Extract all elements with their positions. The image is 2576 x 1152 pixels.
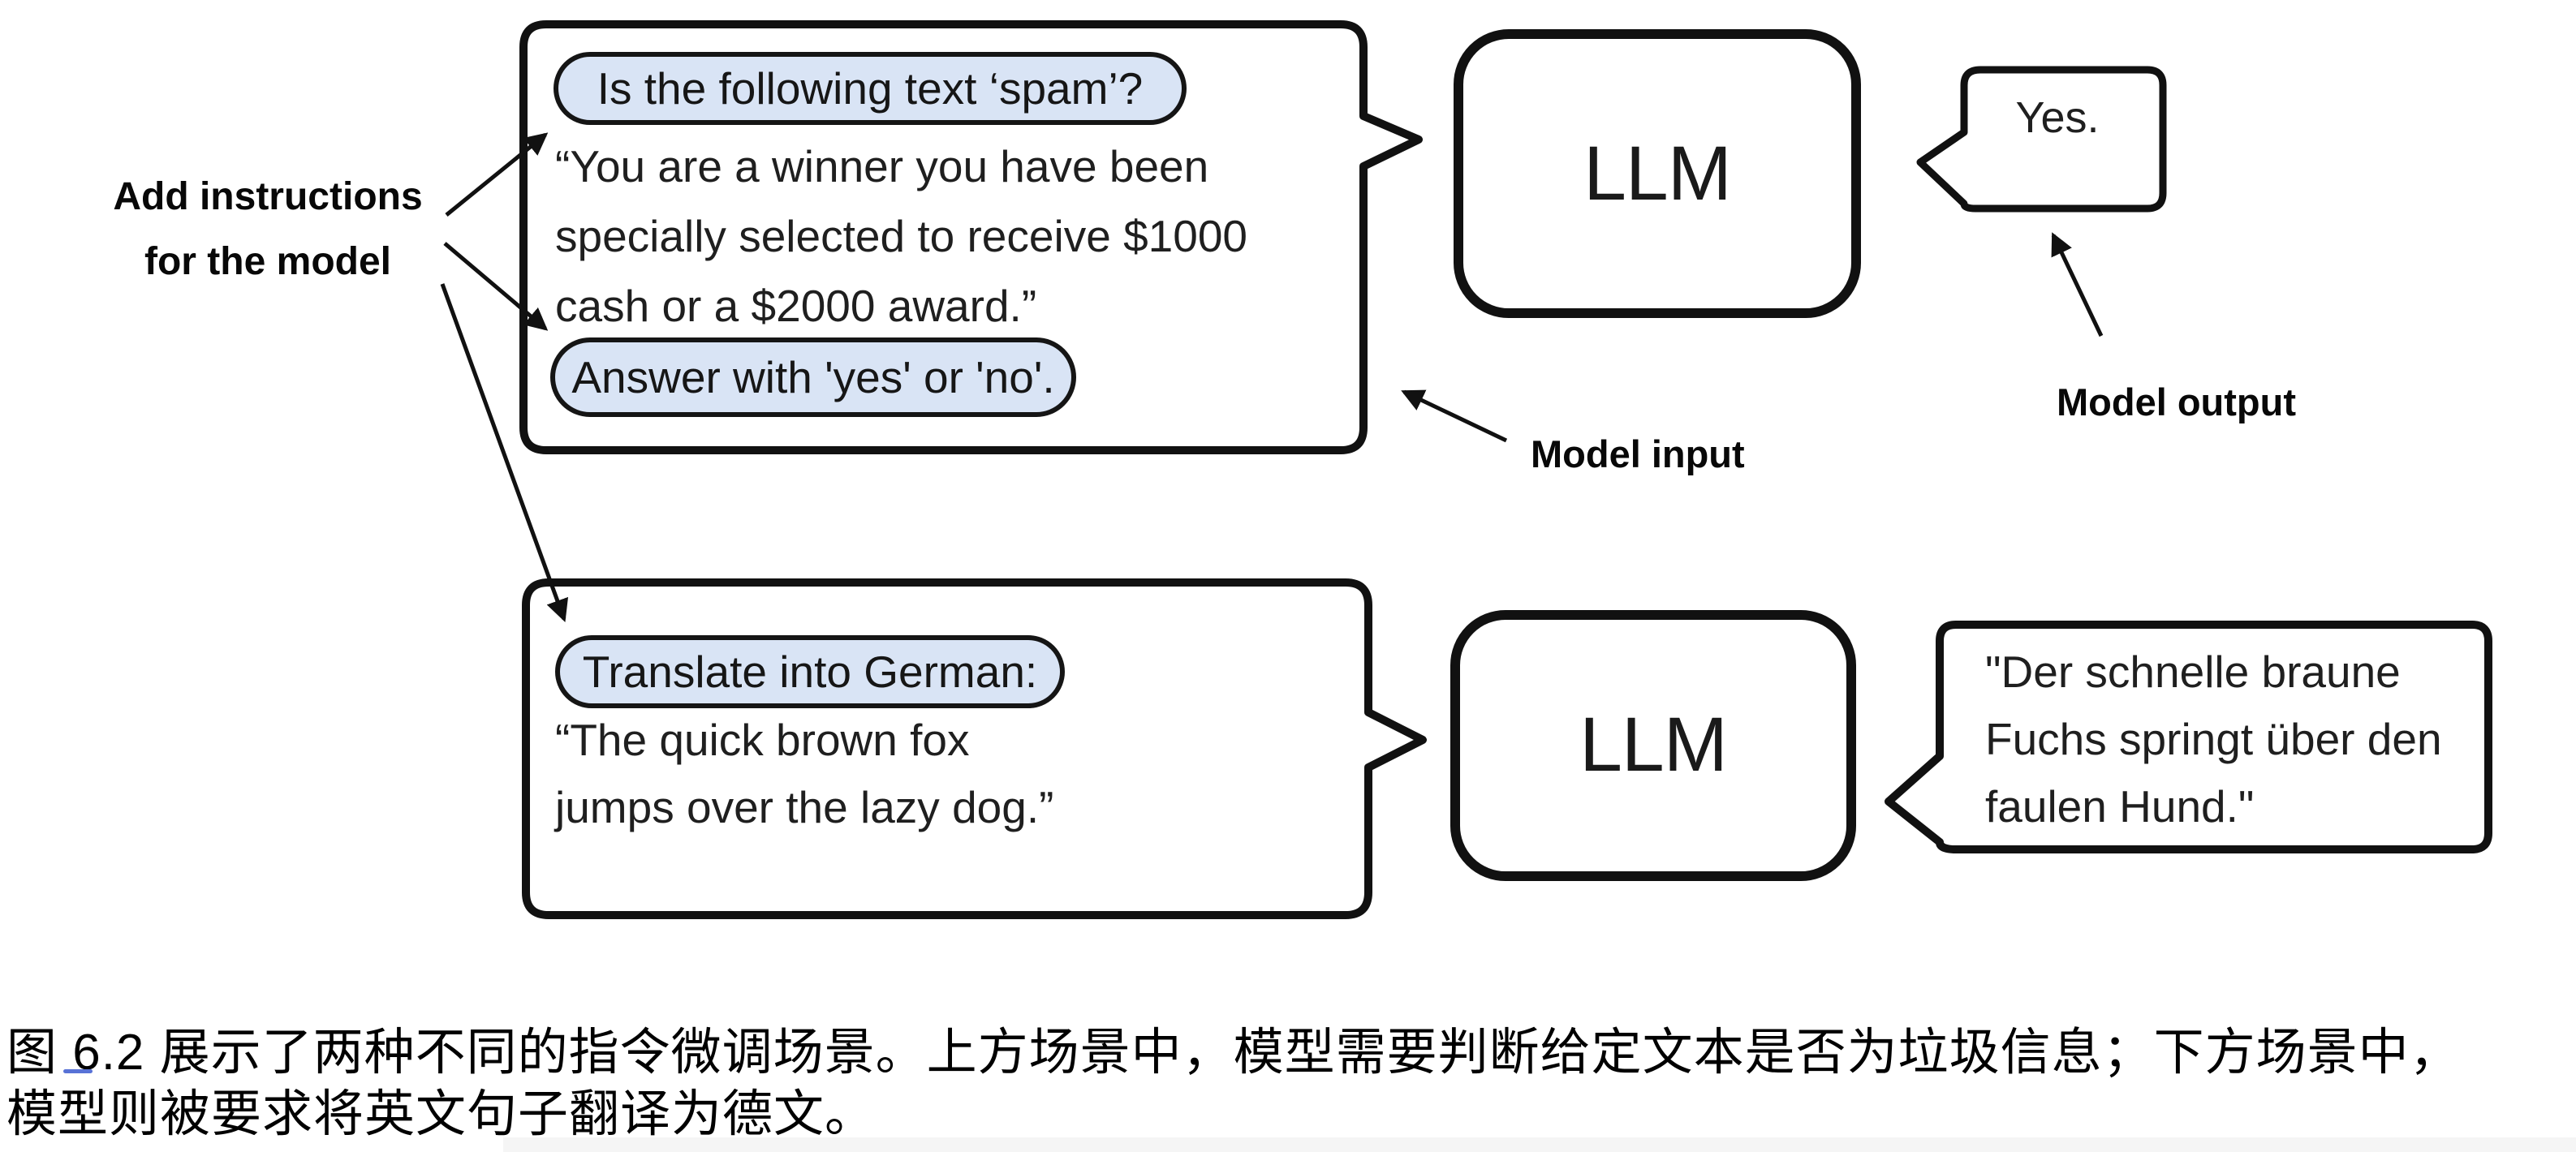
- german-output-line1: "Der schnelle braune: [1985, 647, 2401, 697]
- llm-box-bottom: [1450, 610, 1856, 881]
- llm-label-top: LLM: [1583, 130, 1732, 217]
- translate-instruction-pill: Translate into German:: [555, 635, 1065, 708]
- spam-body-line2: specially selected to receive $1000: [555, 211, 1248, 261]
- arrow-to-top-pill: [445, 132, 549, 217]
- german-output-bubble-outline: [1885, 621, 2492, 853]
- add-instructions-line1: Add instructions: [113, 175, 423, 218]
- translate-body-line2: jumps over the lazy dog.”: [555, 782, 1054, 832]
- translate-instruction-pill-text: Translate into German:: [582, 647, 1038, 697]
- arrow-to-answer-pill: [443, 242, 549, 331]
- add-instructions-line2: for the model: [144, 240, 391, 283]
- caption-link-underline-mark: [63, 1069, 93, 1073]
- model-input-label: Model input: [1531, 432, 1745, 475]
- spam-instruction-pill-text: Is the following text ‘spam’?: [597, 63, 1144, 114]
- arrow-to-translate-pill: [440, 283, 569, 622]
- german-output-line3: faulen Hund.": [1985, 781, 2255, 832]
- llm-box-top: [1454, 29, 1861, 318]
- yes-output-bubble-outline: [1916, 66, 2167, 213]
- yes-output-text: Yes.: [2015, 93, 2100, 142]
- arrow-model-output: [2051, 232, 2104, 337]
- bottom-page-edge-band: [503, 1137, 2576, 1152]
- answer-instruction-pill: Answer with 'yes' or 'no'.: [550, 337, 1076, 417]
- spam-body-line1: “You are a winner you have been: [555, 141, 1209, 191]
- spam-body-line3: cash or a $2000 award.”: [555, 281, 1037, 331]
- add-instructions-label: Add instructions for the model: [97, 165, 438, 294]
- figure-caption-line1: 图 6.2 展示了两种不同的指令微调场景。上方场景中，模型需要判断给定文本是否为…: [6, 1025, 2461, 1081]
- answer-instruction-pill-text: Answer with 'yes' or 'no'.: [571, 352, 1055, 402]
- german-output-line2: Fuchs springt über den: [1985, 714, 2442, 764]
- figure-caption-line2: 模型则被要求将英文句子翻译为德文。: [6, 1086, 877, 1142]
- arrow-model-input: [1401, 389, 1508, 443]
- spam-instruction-pill: Is the following text ‘spam’?: [554, 52, 1187, 125]
- llm-label-bottom: LLM: [1579, 701, 1728, 788]
- translate-body-line1: “The quick brown fox: [555, 715, 970, 765]
- model-output-label: Model output: [2057, 380, 2296, 423]
